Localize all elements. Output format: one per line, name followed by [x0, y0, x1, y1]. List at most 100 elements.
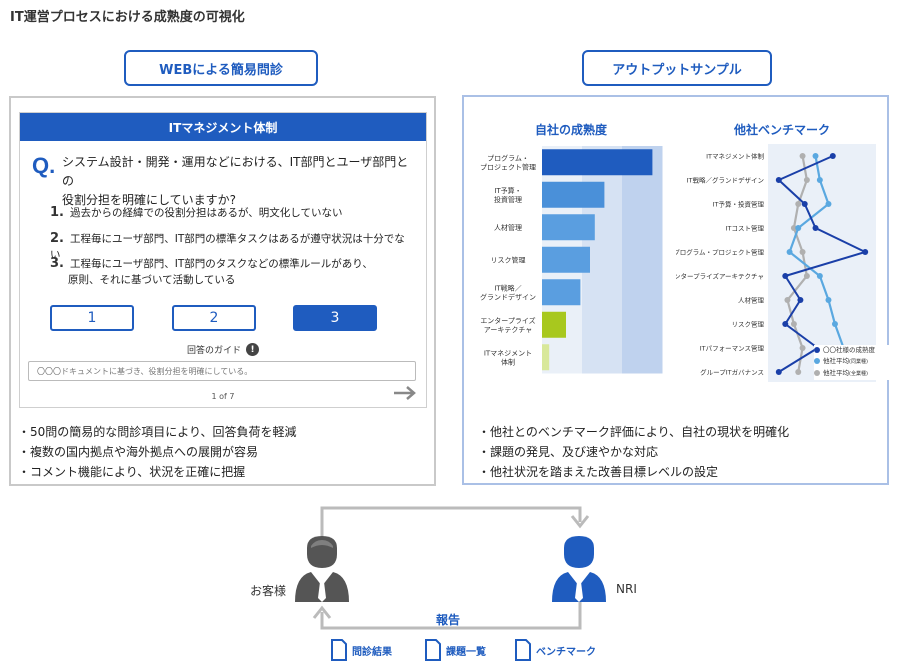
option-text: 工程毎にユーザ部門、IT部門の標準タスクはあるが遵守状況は十分でない [50, 233, 405, 261]
benchmark-point [775, 369, 782, 375]
legend-item: 他社平均(同業種) [814, 356, 894, 368]
legend-label: 〇〇社様の成熟度 [823, 346, 875, 354]
legend-label: 他社平均 [823, 357, 849, 365]
document-label: 問診結果 [352, 646, 392, 658]
benchmark-point [799, 249, 806, 255]
document-label: ベンチマーク [536, 646, 596, 658]
bullet-item: ・他社状況を踏まえた改善目標レベルの設定 [478, 465, 719, 479]
benchmark-point [795, 225, 802, 231]
benchmark-point [784, 297, 791, 303]
answer-guide-label: 回答のガイド [186, 346, 241, 356]
next-arrow-icon[interactable] [392, 385, 418, 401]
benchmark-point [803, 273, 810, 279]
document-label: 課題一覧 [446, 646, 486, 658]
maturity-band [622, 146, 663, 374]
maturity-bar [542, 149, 653, 176]
benchmark-series-line [777, 155, 868, 373]
bullet-item: ・他社とのベンチマーク評価により、自社の現状を明確化 [478, 425, 790, 439]
benchmark-category-label: プログラム・プロジェクト管理 [676, 248, 764, 257]
bar-category-label: IT予算・投資管理 [494, 186, 522, 204]
left-section-header: WEBによる簡易問診 [124, 50, 318, 86]
right-section-header: アウトプットサンプル [582, 50, 772, 86]
maturity-bar [542, 344, 550, 371]
maturity-bar [542, 181, 605, 208]
customer-person-icon [295, 536, 349, 602]
benchmark-point [795, 201, 802, 207]
option-text: 過去からの経緯での役割分担はあるが、明文化していない [69, 207, 343, 219]
benchmark-point [803, 177, 810, 183]
benchmark-category-label: エンタープライズアーキテクチャ [676, 272, 764, 281]
bar-category-label: IT戦略／グランドデザイン [480, 283, 536, 301]
customer-label: お客様 [250, 584, 287, 598]
bullet-item: ・課題の発見、及び速やかな対応 [478, 445, 659, 459]
document-icon [425, 639, 441, 661]
comment-input[interactable]: 〇〇〇ドキュメントに基づき、役割分担を明確にしている。 [28, 361, 416, 381]
benchmark-category-label: グループITガバナンス [700, 368, 764, 377]
document-icon [515, 639, 531, 661]
question-line-1: システム設計・開発・運用などにおける、IT部門とユーザ部門との [62, 155, 409, 188]
benchmark-point [825, 201, 832, 207]
benchmark-point [829, 153, 836, 159]
benchmark-category-label: ITマネジメント体制 [706, 152, 764, 161]
answer-button-1[interactable]: 1 [50, 305, 134, 331]
legend-item: 他社平均(全業種) [814, 368, 894, 380]
legend-item: 〇〇社様の成熟度 [814, 345, 894, 356]
bar-category-label: プログラム・プロジェクト管理 [480, 153, 536, 171]
benchmark-series-line [788, 155, 845, 373]
option-2[interactable]: 2.工程毎にユーザ部門、IT部門の標準タスクはあるが遵守状況は十分でない [50, 231, 410, 263]
benchmark-point [782, 321, 789, 327]
legend-dot-icon [814, 358, 820, 364]
benchmark-point [816, 273, 823, 279]
right-bullet-list: ・他社とのベンチマーク評価により、自社の現状を明確化 ・課題の発見、及び速やかな… [478, 422, 888, 482]
benchmark-point [831, 321, 838, 327]
bullet-item: ・コメント機能により、状況を正確に把握 [18, 465, 246, 479]
document-item: ベンチマーク [514, 638, 596, 662]
bar-category-label: リスク管理 [491, 255, 526, 264]
benchmark-point [799, 345, 806, 351]
option-number: 2. [50, 231, 64, 246]
page-indicator: 1 of 7 [211, 392, 235, 401]
bar-category-label: ITマネジメント体制 [484, 349, 532, 366]
own-maturity-bar-chart: プログラム・プロジェクト管理IT予算・投資管理人材管理リスク管理IT戦略／グラン… [480, 146, 663, 374]
question-mark-label: Q. [32, 153, 56, 178]
left-bullet-list: ・50問の簡易的な問診項目により、回答負荷を軽減 ・複数の国内拠点や海外拠点への… [18, 422, 428, 482]
bullet-item: ・50問の簡易的な問診項目により、回答負荷を軽減 [18, 425, 297, 439]
option-text-cont: 原則、それに基づいて活動している [68, 274, 236, 286]
question-category-header: ITマネジメント体制 [20, 113, 426, 141]
document-icon [331, 639, 347, 661]
benchmark-point [816, 177, 823, 183]
benchmark-point [790, 321, 797, 327]
legend-note: (同業種) [849, 359, 868, 365]
answer-guide[interactable]: 回答のガイド ! [20, 343, 426, 356]
benchmark-point [799, 153, 806, 159]
benchmark-category-label: ITパフォーマンス管理 [700, 344, 765, 353]
option-1[interactable]: 1.過去からの経緯での役割分担はあるが、明文化していない [50, 205, 410, 221]
question-text: システム設計・開発・運用などにおける、IT部門とユーザ部門との 役割分担を明確に… [62, 153, 418, 210]
page-title: IT運営プロセスにおける成熟度の可視化 [10, 10, 245, 25]
benchmark-point [786, 249, 793, 255]
benchmark-point [782, 273, 789, 279]
legend-note: (全業種) [849, 371, 868, 377]
report-flow-arrows [312, 506, 590, 630]
benchmark-point [862, 249, 869, 255]
benchmark-category-label: IT戦略／グランドデザイン [687, 176, 764, 185]
exclamation-icon[interactable]: ! [246, 343, 259, 356]
maturity-bar [542, 214, 595, 241]
benchmark-chart-title: 他社ベンチマーク [734, 123, 831, 137]
legend-dot-icon [814, 370, 820, 376]
benchmark-point [790, 225, 797, 231]
maturity-bar [542, 246, 590, 273]
question-line-2: 役割分担を明確にしていますか? [62, 193, 237, 207]
benchmark-category-label: ITコスト管理 [726, 224, 765, 233]
benchmark-category-label: リスク管理 [732, 320, 765, 329]
answer-button-3[interactable]: 3 [293, 305, 377, 331]
option-3[interactable]: 3.工程毎にユーザ部門、IT部門のタスクなどの標準ルールがあり、 原則、それに基… [50, 256, 410, 288]
answer-button-2[interactable]: 2 [172, 305, 256, 331]
benchmark-point [797, 297, 804, 303]
own-maturity-chart-title: 自社の成熟度 [535, 123, 608, 137]
bullet-item: ・複数の国内拠点や海外拠点への展開が容易 [18, 445, 259, 459]
legend-dot-icon [814, 347, 820, 353]
report-label: 報告 [436, 613, 461, 627]
benchmark-point [801, 201, 808, 207]
bar-category-label: エンタープライズアーキテクチャ [480, 316, 535, 334]
